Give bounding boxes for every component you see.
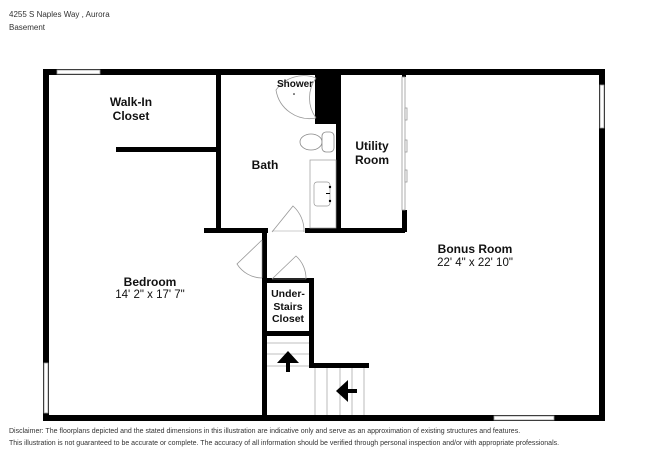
bath-label: Bath bbox=[251, 158, 279, 172]
bonus-room-dimensions: 22' 4" x 22' 10" bbox=[437, 257, 513, 269]
bedroom-label: Bedroom bbox=[123, 275, 177, 289]
walk-in-closet-label: Walk-In Closet bbox=[109, 95, 153, 124]
bedroom-dimensions: 14' 2" x 17' 7" bbox=[115, 289, 185, 301]
stairs-up-arrow-icon bbox=[277, 351, 299, 372]
floor-level-label: Basement bbox=[9, 23, 46, 32]
shower-label: Shower bbox=[276, 79, 314, 90]
under-stairs-closet-label: Under- Stairs Closet bbox=[271, 288, 305, 326]
utility-room-label: Utility Room bbox=[355, 139, 389, 168]
address-label: 4255 S Naples Way , Aurora bbox=[9, 10, 110, 19]
disclaimer-line-1: Disclaimer: The floorplans depicted and … bbox=[9, 428, 521, 435]
bonus-room-label: Bonus Room bbox=[437, 242, 513, 256]
disclaimer-line-2: This illustration is not guaranteed to b… bbox=[9, 440, 560, 447]
stairs-left-arrow-icon bbox=[336, 380, 357, 402]
